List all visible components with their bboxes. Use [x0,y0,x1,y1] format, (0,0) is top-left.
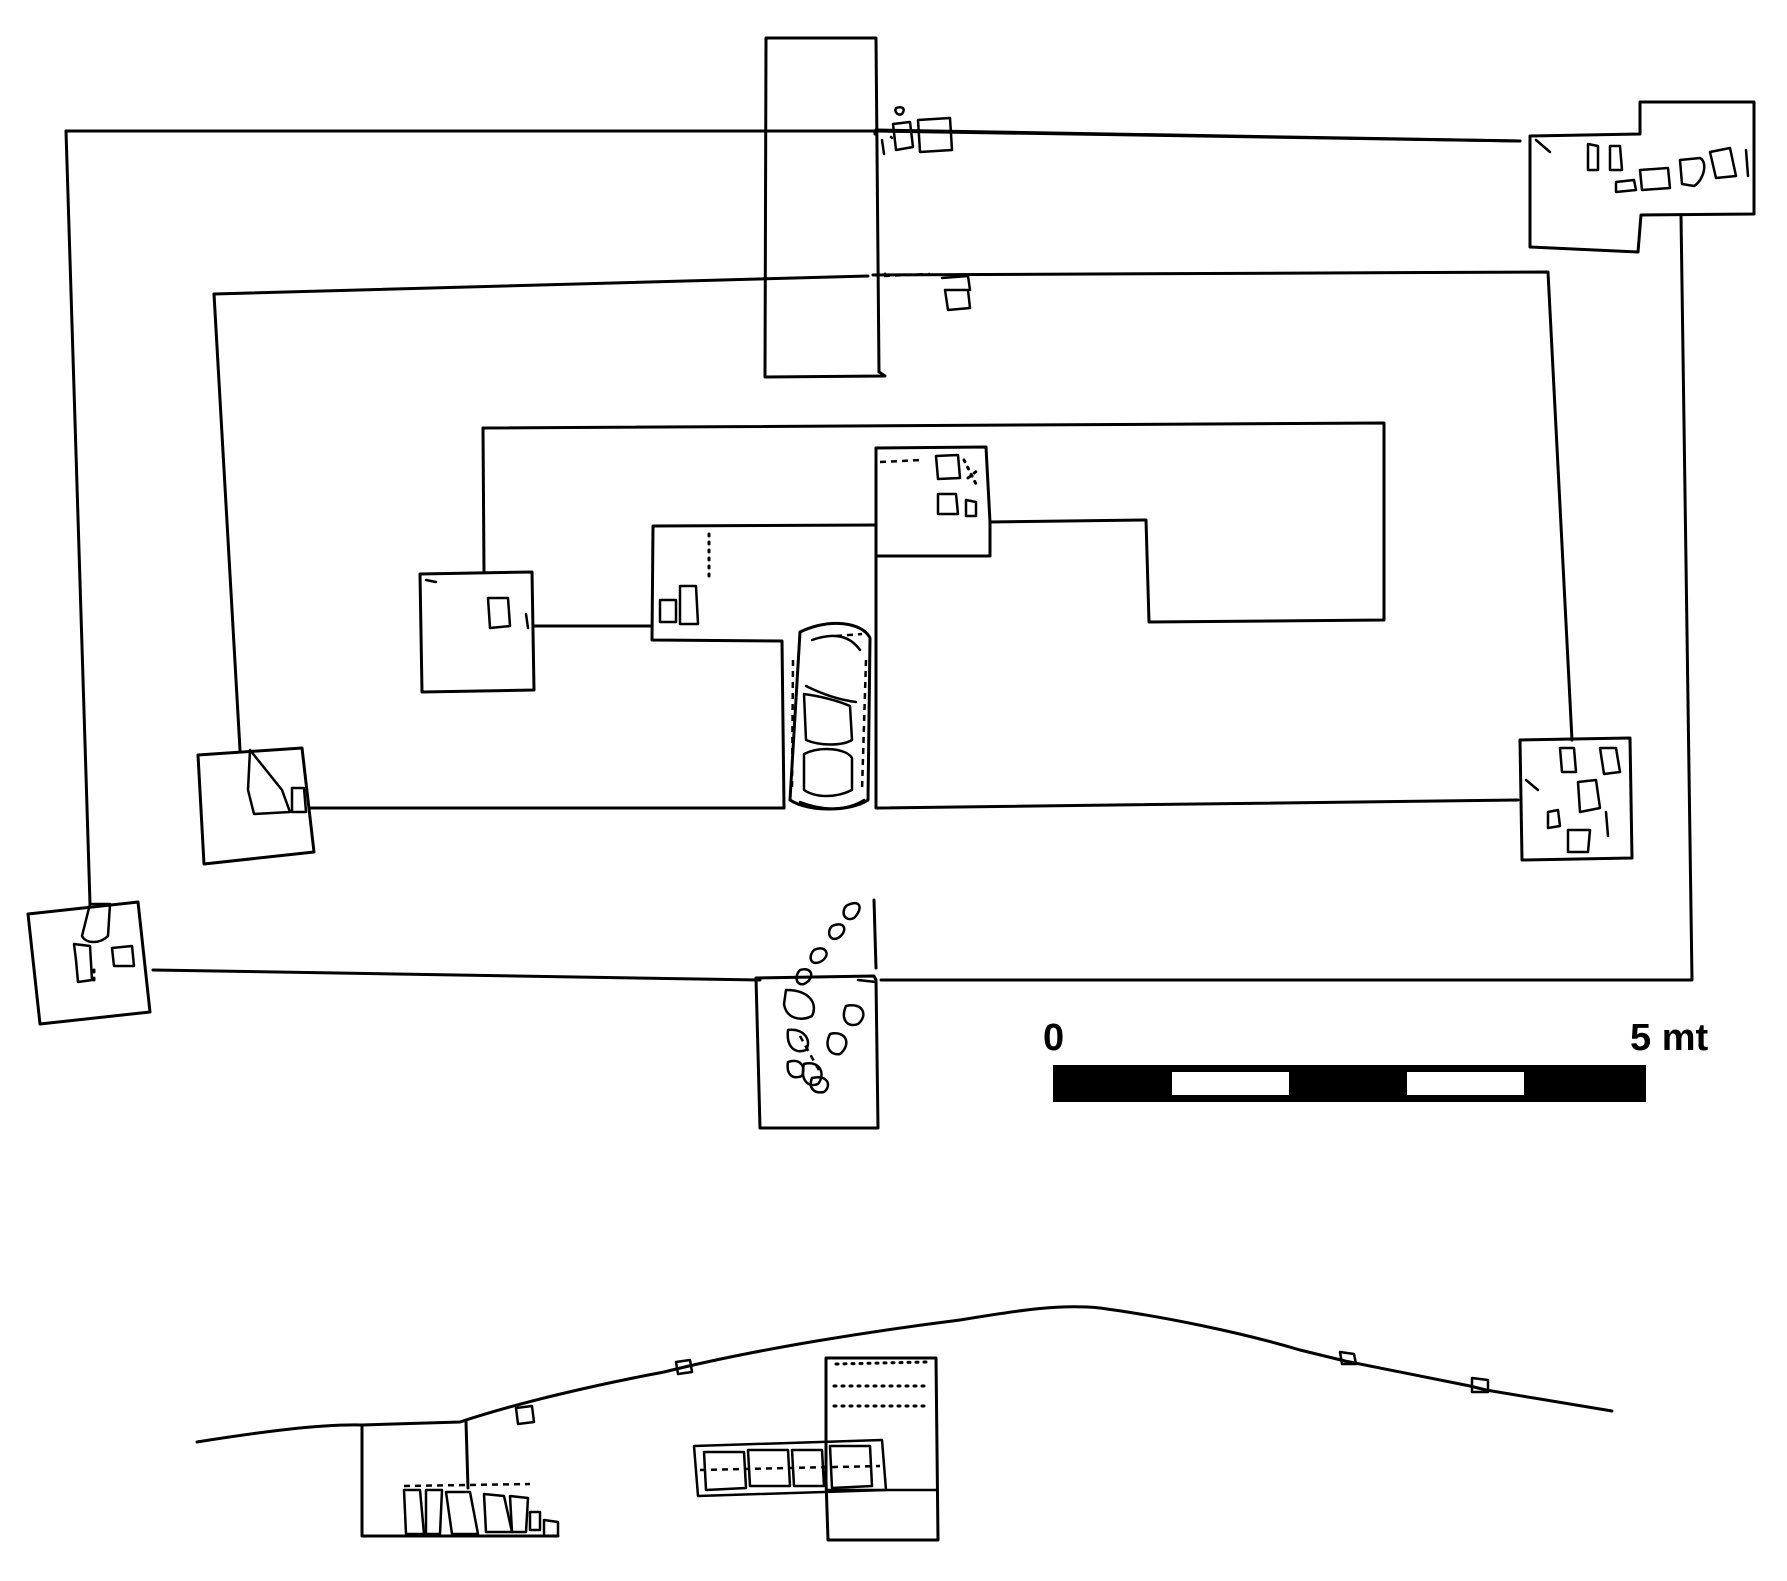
west-inner-trench [418,570,536,694]
site-section [195,1305,1614,1542]
southwest-trench [26,900,152,1026]
west-middle-trench [196,746,316,866]
northeast-trench [1528,100,1756,254]
scale-bar: 0 5 mt [1043,1017,1708,1102]
scale-start-label: 0 [1043,1017,1064,1059]
north-trench [763,36,972,379]
section-trench-left [360,1420,560,1538]
east-middle-trench [1518,736,1634,862]
central-chamber [650,445,992,811]
scale-end-label: 5 mt [1630,1017,1708,1059]
middle-enclosure [212,270,1574,810]
scale-bar-gap-1 [1172,1072,1289,1095]
ground-profile [195,1305,1614,1444]
scale-bar-frame [1053,1065,1646,1102]
scale-bar-gap-2 [1407,1072,1524,1095]
inner-enclosure [481,421,1386,628]
section-trench-right [692,1356,940,1542]
outer-enclosure [64,128,1694,982]
south-trench [754,898,880,1130]
site-plan [26,36,1756,1130]
